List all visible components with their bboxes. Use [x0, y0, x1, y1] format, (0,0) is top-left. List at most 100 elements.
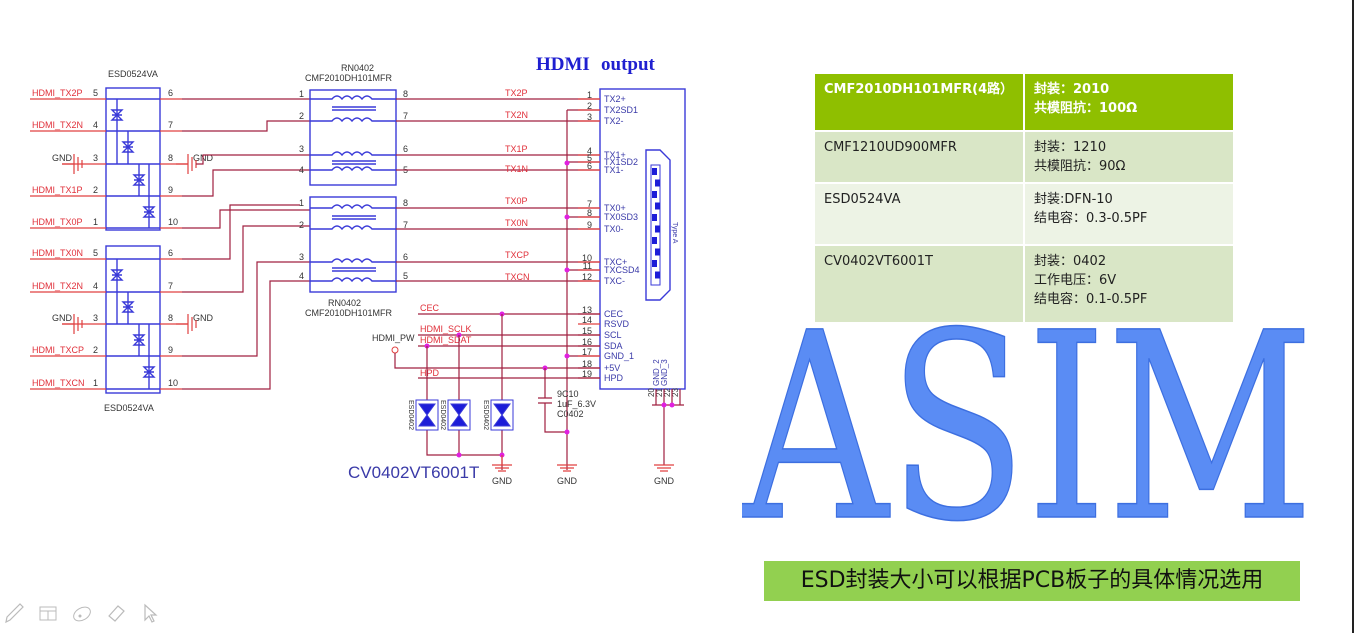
connector-pin-number: 14 [582, 315, 592, 325]
pin-number: 5 [93, 88, 98, 98]
schematic-title-hdmi: HDMI [536, 54, 590, 75]
connector-contact [655, 271, 660, 279]
connector-pin-number: 11 [583, 261, 592, 271]
connector-contact [652, 260, 657, 267]
net-label: HDMI_TXCN [32, 378, 85, 388]
connector-pin-name: TX2SD1 [604, 105, 638, 115]
pen-icon[interactable] [2, 601, 26, 625]
connector-pin-name: RSVD [604, 319, 630, 329]
pin-number: 3 [93, 313, 98, 323]
pin-number: 7 [168, 281, 173, 291]
pin-number: 4 [93, 120, 98, 130]
connector-pin-name: TX1+ [604, 150, 626, 160]
net-label: HPD [420, 368, 440, 378]
net-label: HDMI_TXCP [32, 345, 84, 355]
connector-pin-name: TX2+ [604, 94, 626, 104]
net-label: GND [52, 313, 73, 323]
routing-wires [182, 98, 310, 390]
pin-number: 3 [299, 252, 304, 262]
net-label: TX0N [505, 218, 528, 228]
esd-bottom-part: ESD0524VA [104, 403, 154, 413]
pin-number: 9 [168, 345, 173, 355]
connector-contact [655, 202, 660, 210]
asim-logo: ASIM [742, 312, 1315, 527]
connector-pin-name: TX2- [604, 116, 624, 126]
connector-pin-number: 4 [587, 146, 592, 156]
net-label: TX1N [505, 164, 528, 174]
connector-contact [652, 237, 657, 244]
pin-number: 1 [93, 378, 98, 388]
net-label: HDMI_SCLK [420, 324, 472, 334]
connector-contact [652, 214, 657, 221]
presentation-toolbar [0, 598, 162, 628]
connector-pin-number: 12 [582, 272, 592, 282]
pin-number: 8 [403, 198, 408, 208]
connector-pin-number: 2 [587, 101, 592, 111]
connector-contact [655, 225, 660, 233]
spec-line: 封装：2010 [1034, 82, 1110, 97]
net-label: HDMI_TX2N [32, 281, 83, 291]
connector-pin-name: SCL [604, 330, 622, 340]
net-label: HDMI_TX1P [32, 185, 83, 195]
connector-pin-number: 3 [587, 112, 592, 122]
connector-bottom-pin-name: GND_2 [652, 359, 661, 386]
pin-number: 5 [93, 248, 98, 258]
connector-pin-number: 8 [587, 208, 592, 218]
net-label: HDMI_TX0N [32, 248, 83, 258]
pin-number: 3 [299, 144, 304, 154]
cmf-top: RN0402 CMF2010DH101MFR 1 2 3 4 8 7 6 5 [299, 63, 408, 186]
net-label: TXCN [505, 272, 530, 282]
esd-small-ref: ESD0402 [482, 400, 489, 430]
connector-pin-name: TXC- [604, 276, 625, 286]
window-edge [1352, 0, 1354, 633]
connector-pin-name: GND_1 [604, 351, 634, 361]
spec-line: 结电容：0.1-0.5PF [1034, 292, 1148, 307]
asim-logo-text: ASIM [742, 312, 1314, 527]
pin-number: 4 [93, 281, 98, 291]
gnd-symbols: GND GND GND [492, 455, 675, 486]
connector-pin-number: 19 [582, 369, 592, 379]
esd-small-array: ESD0402 ESD0402 ESD0402 [407, 399, 514, 431]
cmf-bottom-ref: RN0402 [328, 298, 361, 308]
pin-number: 3 [93, 153, 98, 163]
pin-number: 9 [168, 185, 173, 195]
spec-line: 封装:DFN-10 [1034, 192, 1113, 207]
eraser-icon[interactable] [104, 601, 128, 625]
pin-number: 4 [299, 165, 304, 175]
connector-pin-name: SDA [604, 341, 623, 351]
spec-line: 共模阻抗：90Ω [1034, 159, 1126, 174]
esd-top-body [105, 87, 161, 231]
connector-pin-name: TXCSD4 [604, 265, 640, 275]
pointer-arrow-icon[interactable] [138, 601, 162, 625]
net-label: TX2N [505, 110, 528, 120]
connector-pin-name: TX0+ [604, 203, 626, 213]
net-label: CEC [420, 303, 440, 313]
cmf-bottom: RN0402 CMF2010DH101MFR 1 2 3 4 8 7 6 5 [299, 196, 408, 318]
gnd-label: GND [193, 313, 214, 323]
pin-number: 10 [168, 378, 178, 388]
capacitor-value: 1uF_6.3V [557, 399, 596, 409]
slide-sorter-icon[interactable] [36, 601, 60, 625]
connector-pin-name: HPD [604, 373, 624, 383]
gnd-label: GND [557, 476, 578, 486]
connector-type-label: Type A [671, 222, 678, 244]
pin-number: 7 [168, 120, 173, 130]
connector-pin-number: 13 [582, 305, 592, 315]
pin-number: 4 [299, 271, 304, 281]
capacitor-package: C0402 [557, 409, 584, 419]
part-name-cell: CV0402VT6001T [815, 245, 1025, 324]
esd-small-ref: ESD0402 [407, 400, 414, 430]
esd-top-part: ESD0524VA [108, 69, 158, 79]
cmf-bottom-part: CMF2010DH101MFR [305, 308, 393, 318]
pin-number: 8 [168, 313, 173, 323]
esd-bottom-body [105, 245, 161, 394]
net-label: HDMI_PW [372, 333, 415, 343]
highlighter-icon[interactable] [70, 601, 94, 625]
pin-number: 8 [168, 153, 173, 163]
pin-number: 1 [93, 217, 98, 227]
